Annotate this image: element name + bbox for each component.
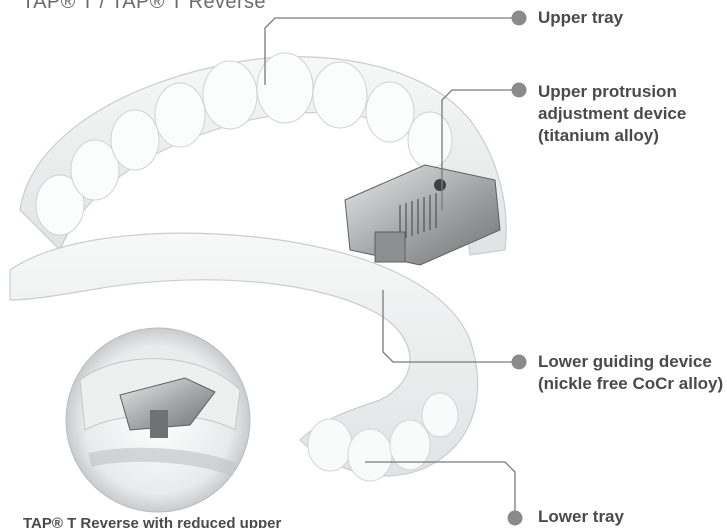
label-upper-protrusion-line3: (titanium alloy): [538, 125, 686, 147]
label-lower-tray: Lower tray: [538, 506, 624, 528]
label-upper-protrusion-line1: Upper protrusion: [538, 81, 686, 103]
inset-caption: TAP® T Reverse with reduced upper: [23, 515, 281, 528]
label-upper-tray-text: Upper tray: [538, 7, 623, 29]
label-lower-guiding: Lower guiding device (nickle free CoCr a…: [538, 351, 723, 395]
label-upper-tray: Upper tray: [538, 7, 623, 29]
label-lower-tray-text: Lower tray: [538, 506, 624, 528]
label-upper-protrusion: Upper protrusion adjustment device (tita…: [538, 81, 686, 147]
inset-photo: [66, 328, 250, 512]
label-upper-protrusion-line2: adjustment device: [538, 103, 686, 125]
label-lower-guiding-line1: Lower guiding device: [538, 351, 723, 373]
label-lower-guiding-line2: (nickle free CoCr alloy): [538, 373, 723, 395]
